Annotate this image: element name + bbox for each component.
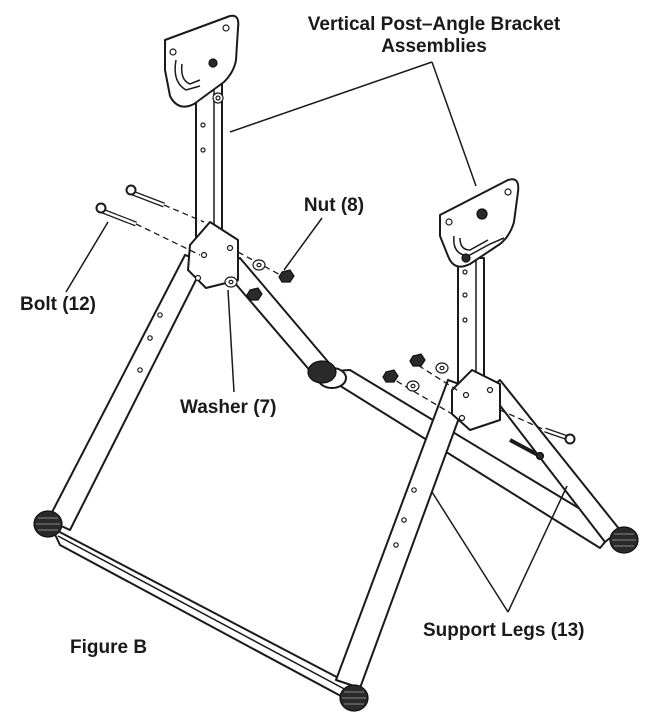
left-bolts [95,184,205,256]
right-vertical-post [457,257,485,389]
right-bolts [499,409,576,461]
front-crossbar [51,527,353,703]
leader-lines [65,61,568,613]
front-left-foot [33,510,63,538]
front-right-foot [339,684,369,712]
label-nut: Nut (8) [304,195,364,216]
figure-caption: Figure B [70,637,147,658]
rear-right-foot [609,526,639,554]
right-angle-bracket [439,178,520,268]
label-washer: Washer (7) [180,397,276,418]
left-angle-bracket [164,14,240,108]
right-hardware [382,353,461,415]
label-bolt: Bolt (12) [20,294,96,315]
label-bracket-assemblies-line2: Assemblies [381,36,487,57]
rear-left-foot [307,360,337,384]
label-support-legs: Support Legs (13) [423,620,585,641]
left-hardware [224,251,295,301]
left-gusset-plate [187,221,239,289]
label-bracket-assemblies-line1: Vertical Post–Angle Bracket [308,14,561,35]
